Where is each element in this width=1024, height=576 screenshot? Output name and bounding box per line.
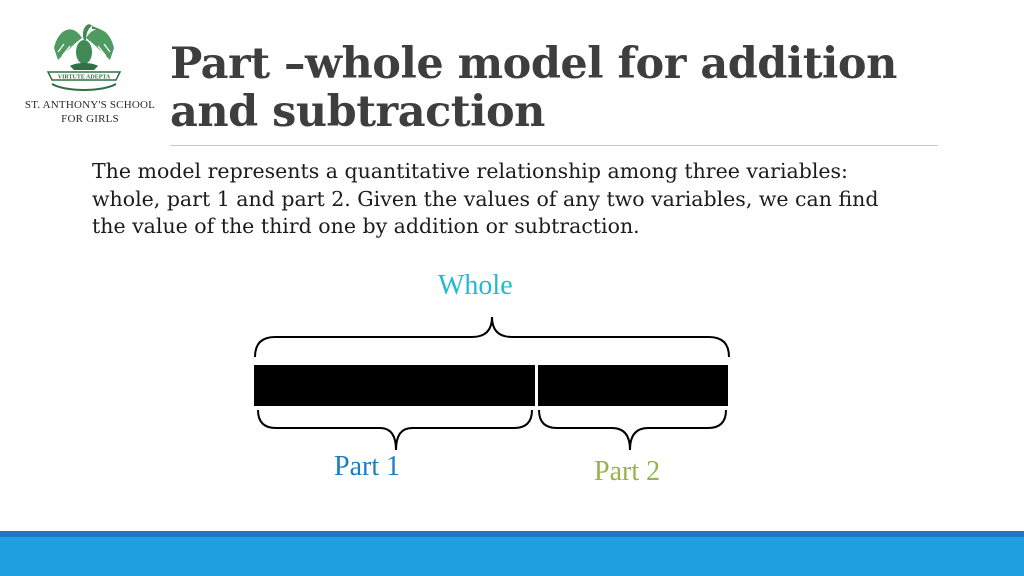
footer-band-light [0,537,1024,576]
title-divider [170,145,938,146]
intro-paragraph: The model represents a quantitative rela… [92,158,972,241]
school-logo: VIRTUTE ADEPTA ST. ANTHONY'S SCHOOL FOR … [10,8,158,125]
part1-brace [257,409,533,451]
intro-line1: The model represents a quantitative rela… [92,159,848,183]
bar-part2 [538,365,728,406]
part2-brace [538,409,727,451]
logo-motto-text: VIRTUTE ADEPTA [58,75,111,81]
school-name-line1: ST. ANTHONY'S SCHOOL [24,99,156,111]
pelican-crest-icon: VIRTUTE ADEPTA [46,24,122,91]
school-name: ST. ANTHONY'S SCHOOL FOR GIRLS [10,98,170,126]
page-title: Part –whole model for addition and subtr… [170,40,970,136]
school-name-line2: FOR GIRLS [61,113,119,125]
footer-band-dark [0,531,1024,537]
title-line1: Part –whole model for addition [170,39,897,89]
intro-line2: whole, part 1 and part 2. Given the valu… [92,186,879,211]
whole-brace [254,316,730,358]
part1-label: Part 1 [334,451,401,482]
intro-line3: the value of the third one by addition o… [92,214,640,238]
bar-part1 [254,365,535,406]
whole-label: Whole [438,270,513,301]
title-line2: and subtraction [170,87,545,137]
part2-label: Part 2 [594,456,661,487]
